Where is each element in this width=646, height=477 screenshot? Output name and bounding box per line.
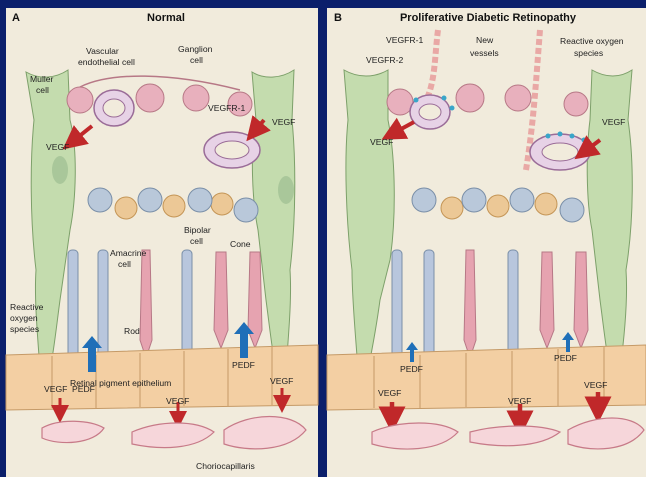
label-muller-1: Muller bbox=[30, 74, 54, 84]
label-rod: Rod bbox=[124, 326, 140, 336]
panel-normal: A Normal bbox=[6, 8, 318, 477]
label-vegf-bottom-3: VEGF bbox=[270, 376, 293, 386]
label-pedf-left-b: PEDF bbox=[400, 364, 423, 374]
label-vegfr1: VEGFR-1 bbox=[208, 103, 245, 113]
label-ganglion-1: Ganglion bbox=[178, 44, 213, 54]
label-vegf-bottom-2-b: VEGF bbox=[508, 396, 531, 406]
label-muller-2: cell bbox=[36, 85, 49, 95]
label-vascular-1: Vascular bbox=[86, 46, 119, 56]
label-bipolar-1: Bipolar bbox=[184, 225, 211, 235]
label-vegf-left: VEGF bbox=[46, 142, 69, 152]
label-pedf-right: PEDF bbox=[232, 360, 255, 370]
muller-nucleus-left bbox=[52, 156, 68, 184]
label-new-vessels-2: vessels bbox=[470, 48, 499, 58]
label-choriocapillaris: Choriocapillaris bbox=[196, 461, 255, 471]
label-ganglion-2: cell bbox=[190, 55, 203, 65]
label-vegfr1-b: VEGFR-1 bbox=[386, 35, 423, 45]
label-pedf-right-b: PEDF bbox=[554, 353, 577, 363]
muller-nucleus-right bbox=[278, 176, 294, 204]
panel-b-letter: B bbox=[334, 12, 342, 24]
label-vegf-left-b: VEGF bbox=[370, 137, 393, 147]
label-ros-b-1: Reactive oxygen bbox=[560, 36, 624, 46]
label-ros-2: oxygen bbox=[10, 313, 38, 323]
label-bipolar-2: cell bbox=[190, 236, 203, 246]
label-ros-1: Reactive bbox=[10, 302, 44, 312]
label-vegfr2-b: VEGFR-2 bbox=[366, 55, 403, 65]
label-ros-b-2: species bbox=[574, 48, 603, 58]
label-vegf-right-b: VEGF bbox=[602, 117, 625, 127]
label-amacrine-2: cell bbox=[118, 259, 131, 269]
panel-proliferative: B Proliferative Diabetic Retinopathy bbox=[327, 8, 646, 477]
label-ros-3: species bbox=[10, 324, 39, 334]
panel-a-letter: A bbox=[12, 12, 20, 24]
label-rpe: Retinal pigment epithelium bbox=[70, 378, 171, 388]
label-amacrine-1: Amacrine bbox=[110, 248, 147, 258]
label-vascular-2: endothelial cell bbox=[78, 57, 135, 67]
label-new-vessels-1: New bbox=[476, 35, 494, 45]
label-vegf-bottom-1-b: VEGF bbox=[378, 388, 401, 398]
label-vegf-right: VEGF bbox=[272, 117, 295, 127]
panel-b-title: Proliferative Diabetic Retinopathy bbox=[400, 12, 577, 24]
label-vegf-bottom-3-b: VEGF bbox=[584, 380, 607, 390]
label-cone: Cone bbox=[230, 239, 251, 249]
panel-a-title: Normal bbox=[147, 12, 185, 24]
label-vegf-bottom-1: VEGF bbox=[44, 384, 67, 394]
label-vegf-bottom-2: VEGF bbox=[166, 396, 189, 406]
